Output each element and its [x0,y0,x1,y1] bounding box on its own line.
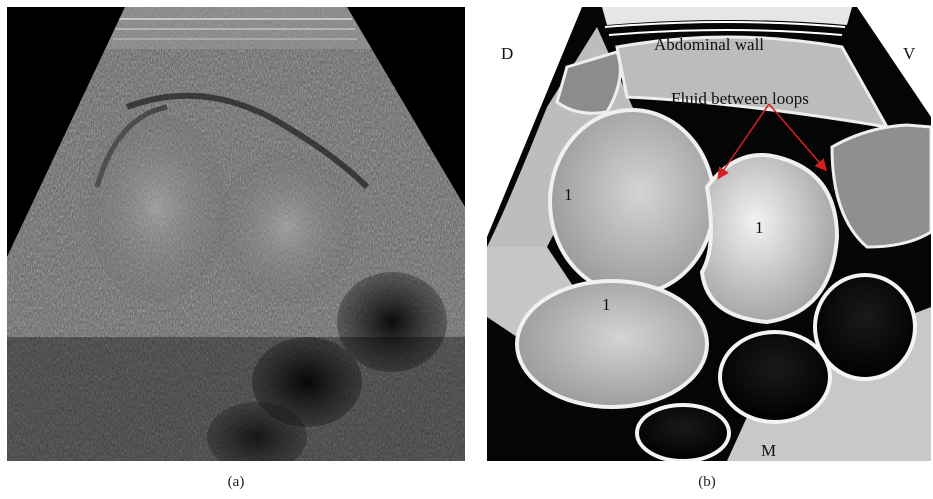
panel-a-caption: (a) [206,474,266,491]
loop-label: 1 [755,218,764,237]
bowel-loop-1d [517,281,707,407]
loop-label: 1 [564,185,573,204]
label-abdominal-wall: Abdominal wall [654,35,764,54]
bowel-loop-1a [550,110,714,294]
label-fluid-between-loops: Fluid between loops [671,89,809,108]
label-mesentery: M [761,441,776,460]
bowel-loop-1b [702,155,837,322]
fluid-loop-2a [815,275,915,379]
label-ventral: V [903,44,916,63]
loop-label: 1 [828,177,837,196]
schematic-panel: D V Abdominal wall Fluid between loops 1… [487,7,931,461]
label-dorsal: D [501,44,513,63]
ultrasound-image-panel [7,7,465,461]
loop-label: 2 [851,284,860,303]
fluid-loop-2b [720,332,830,422]
panel-b-caption: (b) [677,474,737,491]
fluid-loop-2c [637,405,729,461]
loop-label: 2 [746,370,755,389]
loop-label: 1 [602,295,611,314]
loop-label: 2 [674,415,683,434]
schematic-drawing: D V Abdominal wall Fluid between loops 1… [487,7,931,461]
ultrasound-image [7,7,465,461]
